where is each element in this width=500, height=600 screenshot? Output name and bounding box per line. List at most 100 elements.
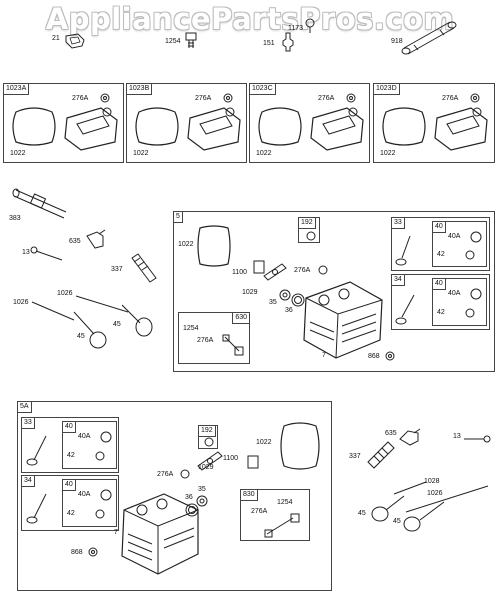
label-gasket: 1022 [10, 150, 26, 157]
valve-45b-icon [400, 500, 446, 534]
valve-cover-icon [61, 102, 121, 152]
seal-icon [306, 231, 316, 241]
cylinder-head-icon [118, 488, 204, 580]
subbox-40: 40 40A 42 [62, 479, 117, 527]
box-tag: 630 [232, 313, 249, 324]
rocker-nut-icon [246, 454, 260, 470]
spark-plug-337-icon [366, 438, 398, 468]
seal-42-icon [463, 248, 477, 262]
box-tag: 5 [174, 212, 183, 223]
spring-40a-icon [469, 287, 483, 301]
label-42: 42 [67, 510, 75, 517]
box-tag: 830 [241, 490, 258, 501]
seal-42-icon [93, 449, 107, 463]
screw-1254-icon [182, 31, 200, 48]
label-635-right: 635 [385, 430, 397, 437]
label-rocker: 1100 [223, 455, 239, 462]
box-tag: 40 [63, 480, 76, 491]
label-337-right: 337 [349, 453, 361, 460]
subbox-33: 33 40 40A 42 [21, 417, 119, 473]
subbox-40: 40 40A 42 [432, 221, 487, 267]
valve-icon [24, 492, 52, 526]
subbox-630: 630 1254 276A [178, 312, 250, 364]
seal-42-icon [93, 507, 107, 521]
heater-tube-383-icon [12, 182, 72, 222]
breather-screw-icon [263, 512, 303, 540]
valve-icon [394, 234, 416, 268]
cover-box-1023c: 1023C 276A 1022 [249, 83, 370, 163]
subbox-34: 34 40 40A 42 [21, 475, 119, 531]
cylinder-head-icon [298, 278, 388, 362]
subbox-40: 40 40A 42 [62, 421, 117, 469]
label-arm: 1029 [198, 464, 214, 471]
label-40a: 40A [448, 233, 461, 240]
valve-icon [24, 434, 52, 468]
seal-868-icon [87, 546, 99, 558]
subbox-192: 192 [298, 217, 320, 243]
valve-45a-icon [368, 494, 408, 524]
watermark: AppliancePartsPros.com [45, 2, 455, 36]
box-tag: 5A [18, 402, 32, 413]
label-276a: 276A [251, 508, 268, 515]
box-tag: 1023C [250, 84, 276, 95]
spring-40a-icon [469, 230, 483, 244]
assembly-box-5: 5 1022 192 1100 276A 1029 35 36 630 1254… [173, 211, 495, 372]
seal-42-icon [463, 306, 477, 320]
spark-boot-635-icon [85, 228, 107, 252]
rocker-arm-icon [262, 260, 288, 284]
label-7: 7 [322, 352, 326, 359]
box-tag: 40 [63, 422, 76, 433]
label-arm: 1029 [242, 289, 258, 296]
screw-icon [317, 264, 329, 276]
head-gasket-icon [276, 420, 324, 472]
breather-screw-icon [221, 333, 245, 359]
cover-box-1023a: 1023A 276A 1022 [3, 83, 124, 163]
box-tag: 34 [392, 275, 405, 286]
label-rocker: 1100 [232, 269, 248, 276]
spring-40a-icon [99, 430, 113, 444]
label-42: 42 [67, 452, 75, 459]
valve-cover-icon [184, 102, 244, 152]
label-35: 35 [198, 486, 206, 493]
screw-icon [469, 92, 481, 104]
box-tag: 192 [299, 218, 316, 229]
push-rod-1026-icon [30, 292, 130, 322]
spark-plug-337-icon [128, 252, 160, 286]
label-45-right-a: 45 [358, 510, 366, 517]
label-screw: 276A [294, 267, 311, 274]
seal-868-icon [384, 350, 396, 362]
label-36: 36 [285, 307, 293, 314]
box-tag: 1023D [374, 84, 400, 95]
valve-icon [394, 293, 418, 327]
label-35: 35 [269, 299, 277, 306]
gasket-icon [131, 106, 183, 148]
label-gasket: 1022 [133, 150, 149, 157]
box-tag: 34 [22, 476, 35, 487]
gasket-icon [254, 106, 306, 148]
spring-40a-icon [99, 488, 113, 502]
clip-21-icon [64, 32, 86, 50]
screw-icon [345, 92, 357, 104]
screw-icon [222, 92, 234, 104]
label-918: 918 [391, 38, 403, 45]
label-screw: 276A [318, 95, 335, 102]
box-tag: 33 [392, 218, 405, 229]
label-868: 868 [71, 549, 83, 556]
valve-cover-icon [431, 102, 491, 152]
label-13-right: 13 [453, 433, 461, 440]
label-45-left-b: 45 [77, 333, 85, 340]
screw-icon [179, 468, 191, 480]
label-45-right-b: 45 [393, 518, 401, 525]
push-rod-1028-icon [392, 478, 492, 518]
label-screw: 276A [195, 95, 212, 102]
label-1026-left-a: 1026 [13, 299, 29, 306]
gasket-icon [378, 106, 430, 148]
label-1026-right: 1026 [427, 490, 443, 497]
label-40a: 40A [448, 290, 461, 297]
label-868: 868 [368, 353, 380, 360]
subbox-34: 34 40 40A 42 [391, 274, 490, 330]
retainer-35-icon [195, 494, 209, 508]
label-383: 383 [9, 215, 21, 222]
cover-box-1023d: 1023D 276A 1022 [373, 83, 495, 163]
fitting-151-icon [278, 31, 296, 53]
